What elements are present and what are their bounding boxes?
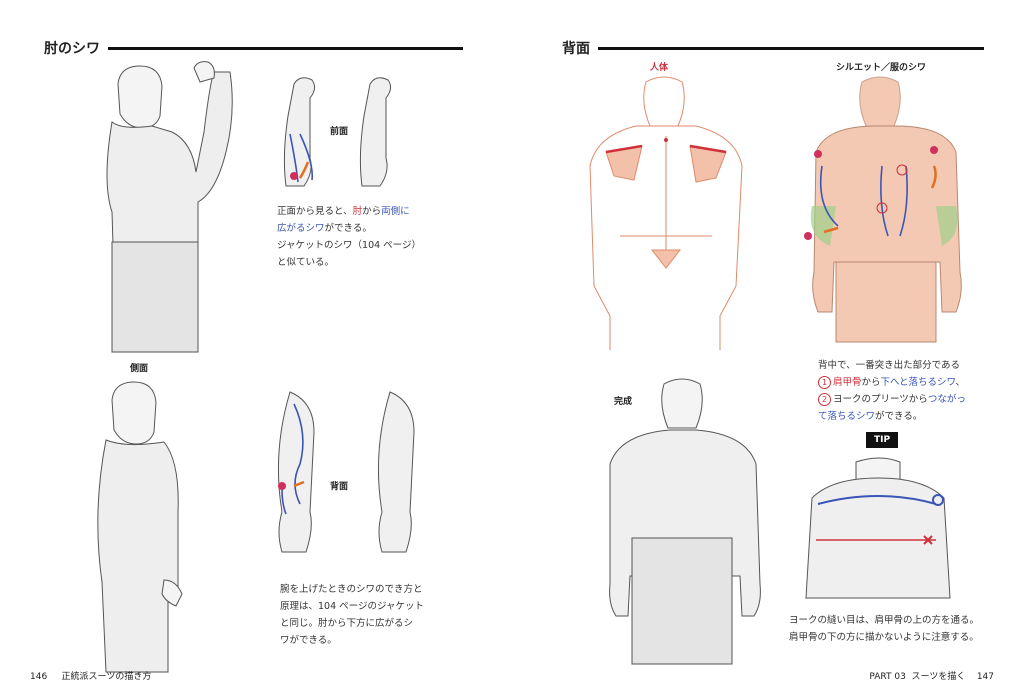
note-front-text: ジャケットのシワ（104 ページ） xyxy=(277,240,421,251)
label-done: 完成 xyxy=(614,397,633,407)
figure-silhouette-back xyxy=(804,76,962,343)
note-silhouette-text: 肩甲骨 xyxy=(833,377,862,388)
label-back: 背面 xyxy=(330,482,349,492)
note-back-text: 腕を上げたときのシワのでき方と xyxy=(280,584,423,595)
figure-tip-yoke xyxy=(805,457,951,599)
note-back-text: と同じ。肘から下方に広がるシ xyxy=(280,618,414,629)
note-silhouette-text: ヨークのプリーツから xyxy=(833,394,928,405)
note-front-text: ができる。 xyxy=(324,223,372,234)
left-heading-rule xyxy=(108,46,463,50)
marker-one: 1 xyxy=(818,376,831,389)
note-front-text: 両側に xyxy=(381,206,410,217)
figure-side-view xyxy=(97,381,183,673)
note-front-text: 肘 xyxy=(352,206,363,217)
note-silhouette-text: ができる。 xyxy=(875,411,923,422)
folio-title: スーツを描く xyxy=(911,672,966,682)
figure-finished-back xyxy=(609,378,761,665)
left-folio: 146 正統派スーツの描き方 xyxy=(30,669,151,682)
note-front-text: から xyxy=(362,206,382,217)
note-silhouette-text: から xyxy=(861,377,881,388)
figure-forearm-front xyxy=(283,77,316,187)
right-heading-rule xyxy=(598,46,984,50)
figure-forearm-front-plain xyxy=(359,77,392,187)
note-tip: ヨークの縫い目は、肩甲骨の上の方を通る。 肩甲骨の下の方に描かないように注意する… xyxy=(789,612,1009,646)
right-folio: PART 03 スーツを描く 147 xyxy=(869,669,994,682)
figure-forearm-back-plain xyxy=(377,391,415,553)
note-silhouette-text: つながっ xyxy=(927,394,966,405)
note-silhouette-text: て落ちるシワ xyxy=(818,411,876,422)
tip-badge: TIP xyxy=(866,432,899,448)
note-tip-text: 肩甲骨の下の方に描かないように注意する。 xyxy=(789,632,979,643)
note-back-text: ワができる。 xyxy=(280,635,337,646)
note-silhouette-text: 、 xyxy=(955,377,966,388)
note-silhouette-text: 背中で、一番突き出た部分である xyxy=(818,360,961,371)
note-back-text: 原理は、104 ページのジャケット xyxy=(280,601,424,612)
right-heading-text: 背面 xyxy=(562,41,590,57)
figure-raised-arm xyxy=(106,61,233,353)
note-front-text: と似ている。 xyxy=(277,257,335,268)
note-back: 腕を上げたときのシワのでき方と 原理は、104 ページのジャケット と同じ。肘か… xyxy=(280,581,440,649)
marker-two: 2 xyxy=(818,393,831,406)
left-heading: 肘のシワ xyxy=(44,38,463,58)
note-front: 正面から見ると、肘から両側に 広がるシワができる。 ジャケットのシワ（104 ペ… xyxy=(277,203,437,271)
note-silhouette-text: 下へと落ちるシワ xyxy=(880,377,956,388)
label-front: 前面 xyxy=(330,127,349,137)
right-heading: 背面 xyxy=(562,38,984,58)
folio-part: PART 03 xyxy=(869,672,906,682)
label-body: 人体 xyxy=(650,63,669,73)
left-heading-text: 肘のシワ xyxy=(44,41,100,57)
figure-body-back xyxy=(589,76,743,350)
note-front-text: 広がるシワ xyxy=(277,223,325,234)
label-side: 側面 xyxy=(130,364,149,374)
folio-title: 正統派スーツの描き方 xyxy=(61,672,152,682)
figure-forearm-back xyxy=(277,391,315,553)
label-silhouette: シルエット／服のシワ xyxy=(836,63,927,73)
note-tip-text: ヨークの縫い目は、肩甲骨の上の方を通る。 xyxy=(789,615,980,626)
note-front-text: 正面から見ると、 xyxy=(277,206,353,217)
folio-number: 147 xyxy=(976,672,994,682)
folio-number: 146 xyxy=(30,672,48,682)
